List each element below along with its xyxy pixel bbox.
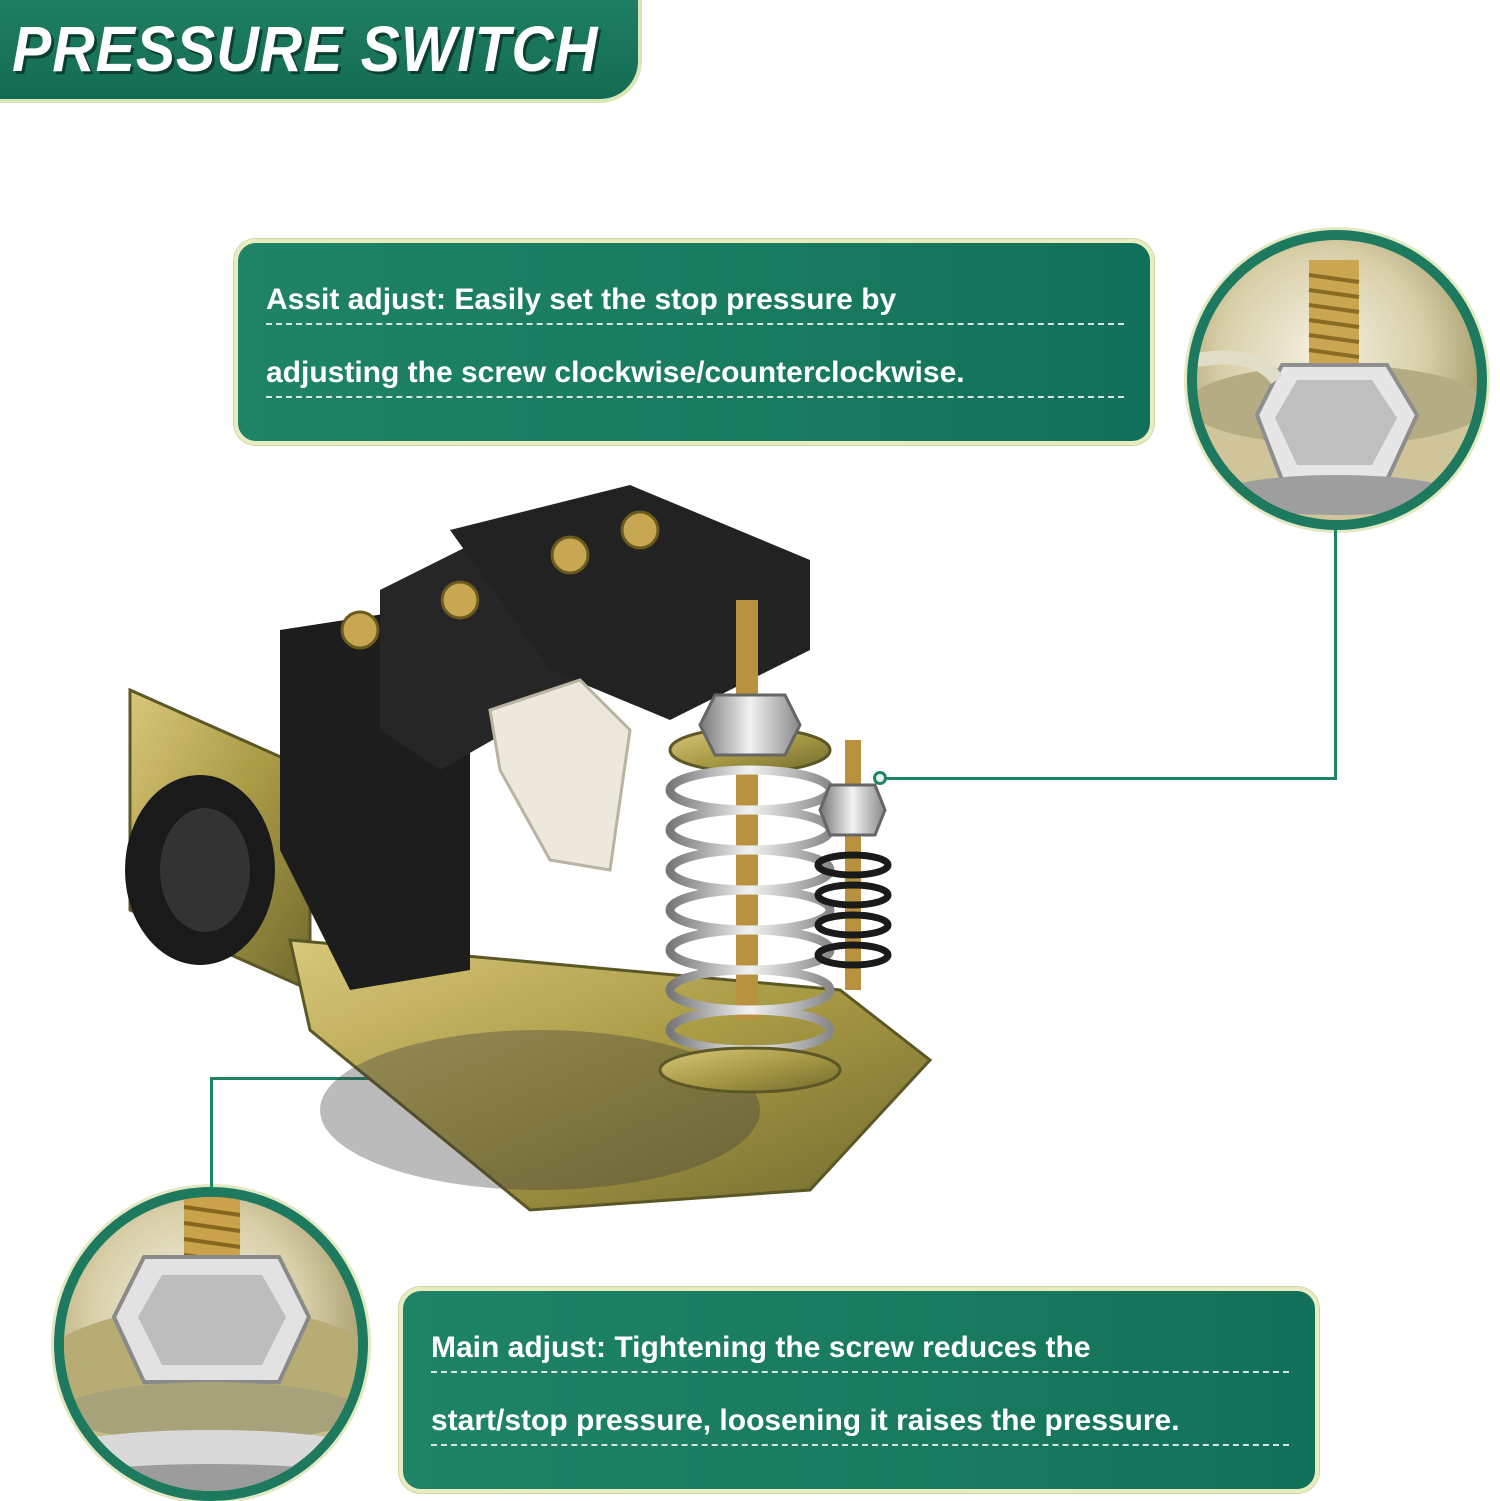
main-adjust-line-1: Main adjust: Tightening the screw reduce… — [431, 1331, 1289, 1373]
assist-connector-dot — [873, 771, 887, 785]
assist-adjust-callout: Assit adjust: Easily set the stop pressu… — [234, 239, 1154, 445]
pressure-switch-image — [125, 485, 933, 1212]
assist-connector-horizontal — [880, 777, 1337, 780]
page-title: PRESSURE SWITCH — [12, 13, 599, 85]
main-adjust-line-2: start/stop pressure, loosening it raises… — [431, 1404, 1289, 1446]
main-screw-zoom — [54, 1187, 368, 1501]
main-adjust-callout: Main adjust: Tightening the screw reduce… — [399, 1287, 1319, 1493]
main-connector-vertical — [210, 1077, 213, 1189]
title-banner: PRESSURE SWITCH — [0, 0, 642, 103]
assist-adjust-line-2: adjusting the screw clockwise/counterclo… — [266, 356, 1124, 398]
assist-screw-zoom — [1187, 230, 1487, 530]
assist-adjust-line-1: Assit adjust: Easily set the stop pressu… — [266, 283, 1124, 325]
assist-connector-vertical — [1334, 530, 1337, 779]
assist-screw-detail-image — [1197, 260, 1477, 520]
main-screw-detail-image — [64, 1197, 358, 1491]
